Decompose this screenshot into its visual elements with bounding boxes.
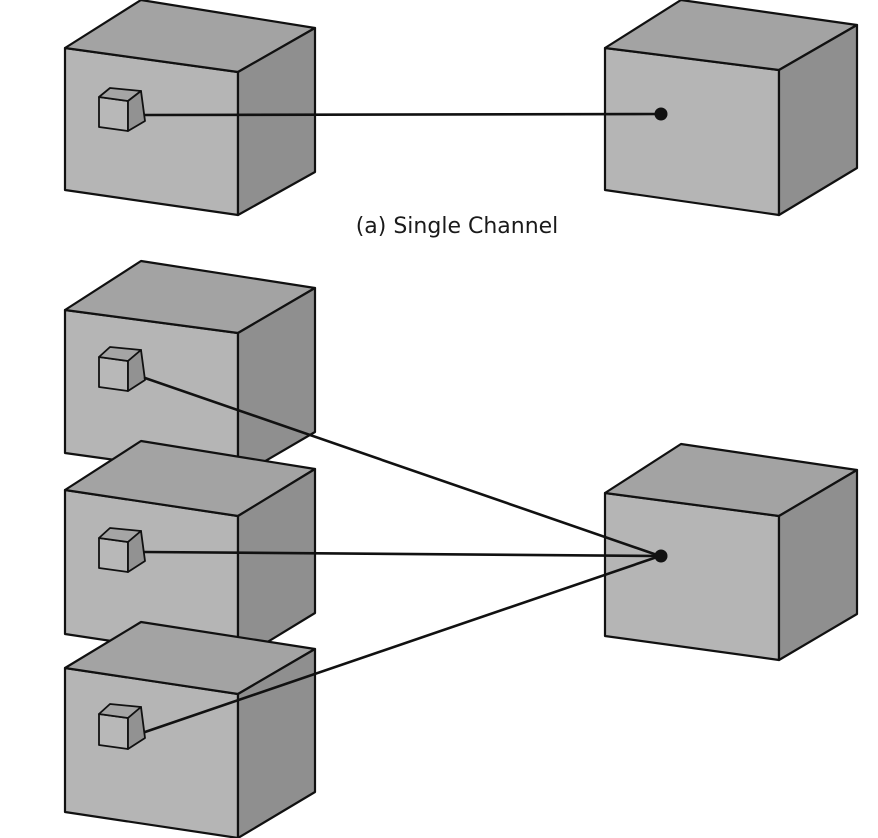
- multi-kernel-cube-3: [98, 703, 146, 750]
- caption-single-channel: (a) Single Channel: [356, 214, 559, 239]
- multi-output-neuron-dot: [654, 549, 668, 563]
- multi-channel-panel: [63, 259, 859, 838]
- single-output-neuron-dot: [654, 107, 668, 121]
- single-connection-line: [143, 112, 662, 117]
- multi-kernel-cube-1: [98, 346, 146, 392]
- multi-input-cube-1: [63, 259, 317, 479]
- multi-connection-line-3: [143, 554, 662, 734]
- single-kernel-cube: [98, 87, 146, 132]
- multi-kernel-cube-2: [98, 527, 146, 573]
- single-output-cube: [603, 0, 859, 217]
- multi-output-cube: [603, 442, 859, 662]
- multi-connection-line-1: [143, 376, 662, 558]
- multi-connection-line-2: [143, 550, 662, 558]
- single-channel-panel: (a) Single Channel: [63, 0, 859, 239]
